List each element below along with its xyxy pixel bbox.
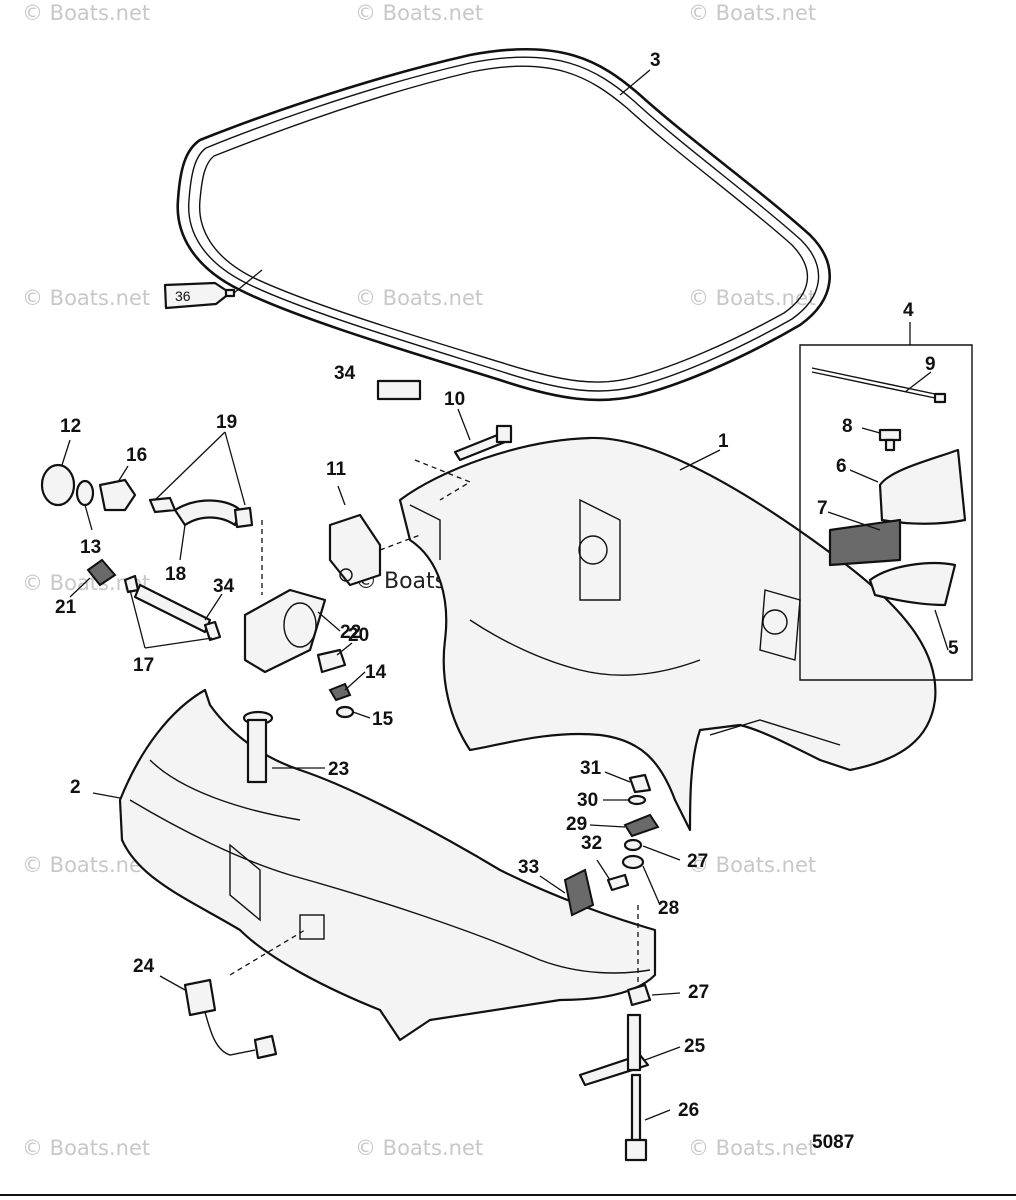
callout-4: 4	[903, 300, 914, 321]
drain-tube	[242, 710, 274, 784]
watermark: © Boats.net	[22, 1136, 150, 1160]
callout-8: 8	[842, 416, 853, 437]
part-19	[148, 496, 177, 514]
callout-25: 25	[684, 1036, 706, 1057]
part-16	[98, 478, 137, 512]
callout-27b: 27	[688, 982, 709, 1003]
callout-19: 19	[216, 412, 237, 433]
callout-21: 21	[55, 597, 77, 618]
callout-27a: 27	[687, 851, 708, 872]
part-27-nut	[626, 983, 652, 1007]
part-19b	[233, 506, 254, 529]
kit-box-4	[799, 344, 973, 681]
part-18	[173, 499, 242, 527]
callout-33: 33	[518, 857, 539, 878]
part-30	[627, 794, 647, 806]
watermark: © Boats.net	[22, 286, 150, 310]
callout-24: 24	[133, 956, 155, 977]
callout-20: 20	[348, 625, 369, 646]
callout-17: 17	[133, 655, 154, 676]
callout-28: 28	[658, 898, 679, 919]
part-29	[623, 813, 660, 838]
callout-9: 9	[925, 354, 936, 375]
part-13	[75, 479, 95, 507]
assembly-lines	[229, 459, 639, 985]
drawing-number: 5087	[812, 1132, 854, 1153]
part-28	[621, 854, 645, 870]
watermark: © Boats.net	[355, 1, 483, 25]
callout-26: 26	[678, 1100, 699, 1121]
callout-15: 15	[372, 709, 394, 730]
right-hardware	[563, 773, 660, 1162]
callout-3: 3	[650, 50, 661, 71]
leader-lines	[61, 69, 949, 1121]
part-17	[123, 574, 140, 594]
watermark: © Boats.net	[22, 1, 150, 25]
callout-5: 5	[948, 638, 959, 659]
part-26	[630, 1073, 642, 1142]
callout-13: 13	[80, 537, 101, 558]
part-14	[328, 682, 352, 702]
part-31	[628, 773, 652, 794]
part-21	[86, 558, 117, 587]
callout-6: 6	[836, 456, 847, 477]
callout-16: 16	[126, 445, 147, 466]
callout-34a: 34	[334, 363, 356, 384]
watermark: © Boats.net	[688, 1136, 816, 1160]
callout-10: 10	[444, 389, 465, 410]
callout-23: 23	[328, 759, 349, 780]
left-components	[40, 463, 355, 719]
part-20	[316, 648, 347, 674]
callout-29: 29	[566, 814, 587, 835]
callout-32: 32	[581, 833, 602, 854]
part-27-washer	[623, 838, 643, 852]
bracket-11	[328, 513, 382, 587]
callout-2: 2	[70, 777, 81, 798]
callout-11: 11	[326, 459, 347, 480]
watermark: © Boats.net	[688, 286, 816, 310]
seal-ring-part	[176, 47, 831, 402]
part-12	[40, 463, 76, 507]
tube-label: 36	[175, 288, 191, 304]
watermark: © Boats.net	[688, 1, 816, 25]
part-32	[606, 873, 630, 892]
switch-24	[183, 978, 278, 1060]
watermark: © Boats.net	[355, 1136, 483, 1160]
part-15	[335, 705, 355, 719]
part-34-hose	[133, 583, 212, 634]
cowl-half-1	[398, 436, 937, 832]
sealant-tube: 36	[163, 269, 263, 310]
bolt-10	[453, 424, 513, 462]
part-17b	[203, 620, 222, 642]
callout-31: 31	[580, 758, 602, 779]
callouts: 1 2 3 4 5 6 7 8 9 10 11 12 13 14 15 16 1…	[55, 50, 959, 1121]
part-33	[563, 868, 595, 917]
callout-22: 22	[340, 622, 361, 643]
part-25-post	[626, 1013, 642, 1072]
callout-14: 14	[365, 662, 387, 683]
decal-34	[376, 379, 422, 401]
watermark: © Boats.net	[22, 853, 150, 877]
watermark: © Boats.net	[688, 853, 816, 877]
callout-18: 18	[165, 564, 186, 585]
watermark: © Boats.net	[355, 286, 483, 310]
callout-12: 12	[60, 416, 81, 437]
callout-7: 7	[817, 498, 828, 519]
callout-34b: 34	[213, 576, 235, 597]
callout-30: 30	[577, 790, 598, 811]
callout-1: 1	[718, 431, 729, 452]
